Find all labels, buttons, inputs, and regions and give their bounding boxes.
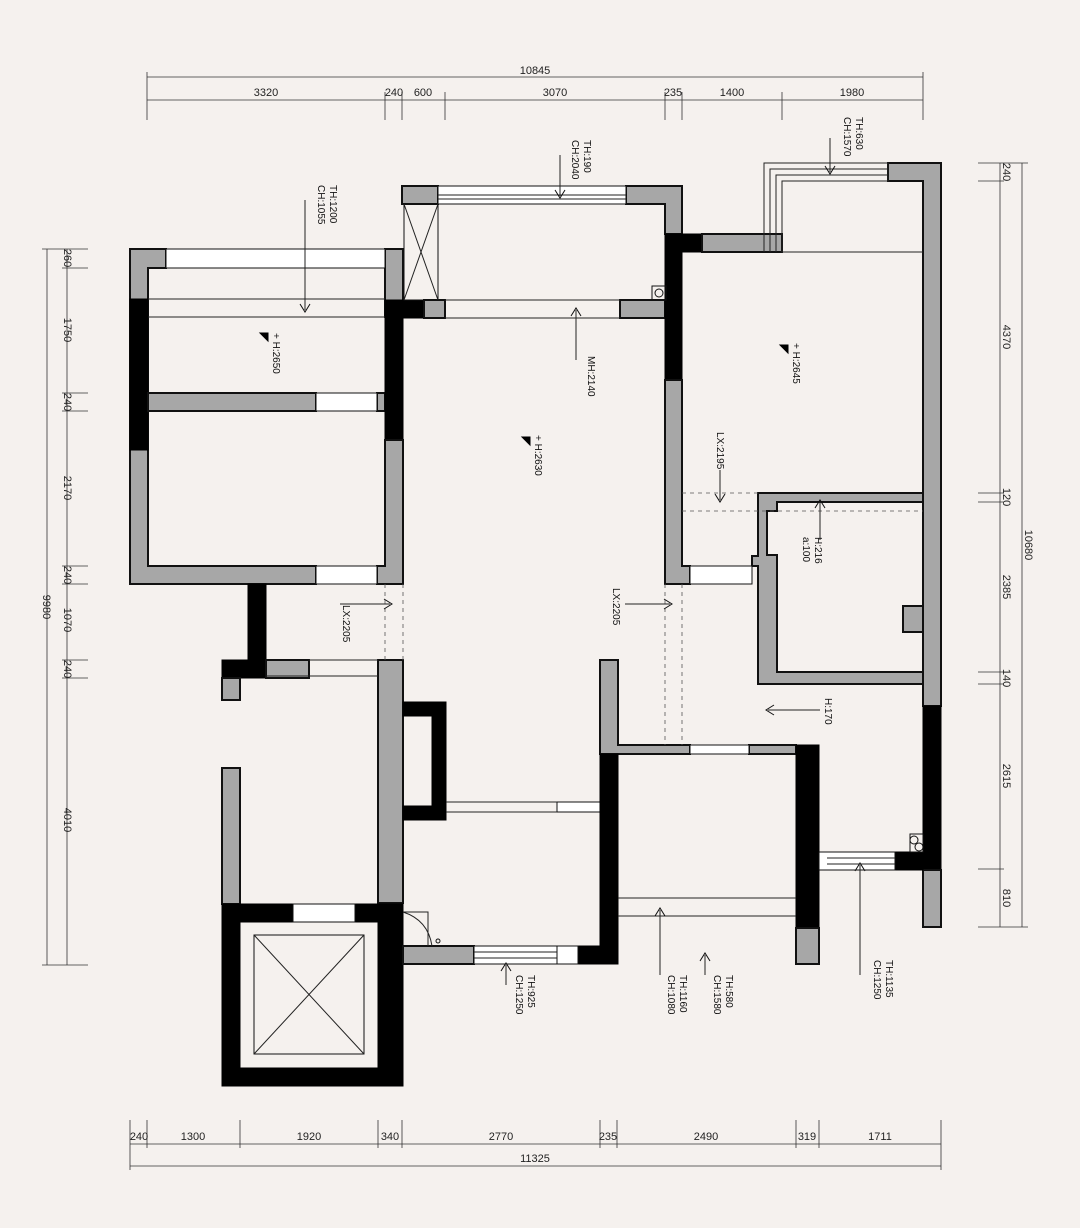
left-dim-8: 4010 — [61, 808, 73, 832]
left-dim-4: 2170 — [61, 476, 73, 500]
left-dim-6: 1070 — [61, 608, 73, 632]
bottom-dim-3: 1920 — [297, 1131, 321, 1143]
note-h2630: + H:2630 — [532, 435, 543, 476]
note-ch1580: CH:1580 — [711, 975, 722, 1015]
note-ch1055: CH:1055 — [315, 185, 326, 225]
top-dim-1: 3320 — [254, 87, 278, 99]
note-ch1080: CH:1080 — [665, 975, 676, 1015]
left-dim-5: 240 — [61, 566, 73, 584]
left-dim-3: 240 — [61, 393, 73, 411]
right-dim-1: 240 — [1000, 163, 1012, 181]
bottom-dim-1: 240 — [130, 1131, 148, 1143]
right-dim-3: 120 — [1000, 488, 1012, 506]
note-th1135: TH:1135 — [883, 960, 894, 998]
annotation-leaders — [258, 138, 866, 985]
note-h2650: + H:2650 — [270, 333, 281, 374]
right-dim-5: 140 — [1000, 669, 1012, 687]
right-total-dim: 10680 — [1022, 530, 1034, 561]
top-dim-3: 600 — [414, 87, 432, 99]
top-dimension-chain: 10845 3320 240 600 3070 235 1400 1980 — [146, 65, 924, 120]
note-h170: H:170 — [822, 698, 833, 725]
interior-lines — [148, 203, 923, 1055]
bottom-dimension-chain: 240 1300 1920 340 2770 235 2490 319 1711… — [129, 1120, 942, 1170]
note-th925: TH:925 — [525, 975, 536, 1008]
right-dim-7: 810 — [1000, 889, 1012, 907]
windows — [165, 162, 896, 965]
left-dim-2: 1750 — [61, 318, 73, 342]
top-dim-6: 1400 — [720, 87, 744, 99]
top-total-dim: 10845 — [520, 65, 551, 77]
note-a100: a:100 — [800, 537, 811, 562]
top-dim-5: 235 — [664, 87, 682, 99]
left-dim-1: 260 — [61, 249, 73, 267]
bottom-dim-5: 2770 — [489, 1131, 513, 1143]
note-lx2195: LX:2195 — [714, 432, 725, 470]
left-total-dim: 9980 — [40, 595, 52, 619]
note-ch2040: CH:2040 — [569, 140, 580, 180]
bottom-dim-7: 2490 — [694, 1131, 718, 1143]
note-th630: TH:630 — [853, 117, 864, 150]
right-dim-6: 2615 — [1000, 764, 1012, 788]
bottom-dim-2: 1300 — [181, 1131, 205, 1143]
bottom-dim-9: 1711 — [868, 1131, 892, 1143]
note-ch1250-right: CH:1250 — [871, 960, 882, 1000]
bottom-dim-4: 340 — [381, 1131, 399, 1143]
bottom-dim-6: 235 — [599, 1131, 617, 1143]
left-dim-7: 240 — [61, 660, 73, 678]
top-dim-2: 240 — [385, 87, 403, 99]
note-mh2140: MH:2140 — [585, 356, 596, 397]
note-lx2205-left: LX:2205 — [340, 605, 351, 643]
top-dim-4: 3070 — [543, 87, 567, 99]
right-dimension-chain: 240 4370 120 2385 140 2615 810 10680 — [978, 162, 1034, 928]
right-dim-2: 4370 — [1000, 325, 1012, 349]
note-lx2205-right: LX:2205 — [610, 588, 621, 626]
right-dim-4: 2385 — [1000, 575, 1012, 599]
note-h2645: + H:2645 — [790, 343, 801, 384]
note-ch1570: CH:1570 — [841, 117, 852, 157]
top-dim-7: 1980 — [840, 87, 864, 99]
annotations: TH:1200 CH:1055 TH:190 CH:2040 TH:630 CH… — [270, 117, 894, 1015]
left-dimension-chain: 9980 260 1750 240 2170 240 1070 240 4010 — [40, 248, 88, 966]
note-th1160: TH:1160 — [677, 975, 688, 1013]
note-h216: H:216 — [812, 537, 823, 564]
bottom-dim-8: 319 — [798, 1131, 816, 1143]
bottom-total-dim: 11325 — [520, 1153, 550, 1165]
note-ch1250-bottom: CH:1250 — [513, 975, 524, 1015]
note-th190: TH:190 — [581, 140, 592, 173]
note-th1200: TH:1200 — [327, 185, 338, 224]
note-th580: TH:580 — [723, 975, 734, 1008]
